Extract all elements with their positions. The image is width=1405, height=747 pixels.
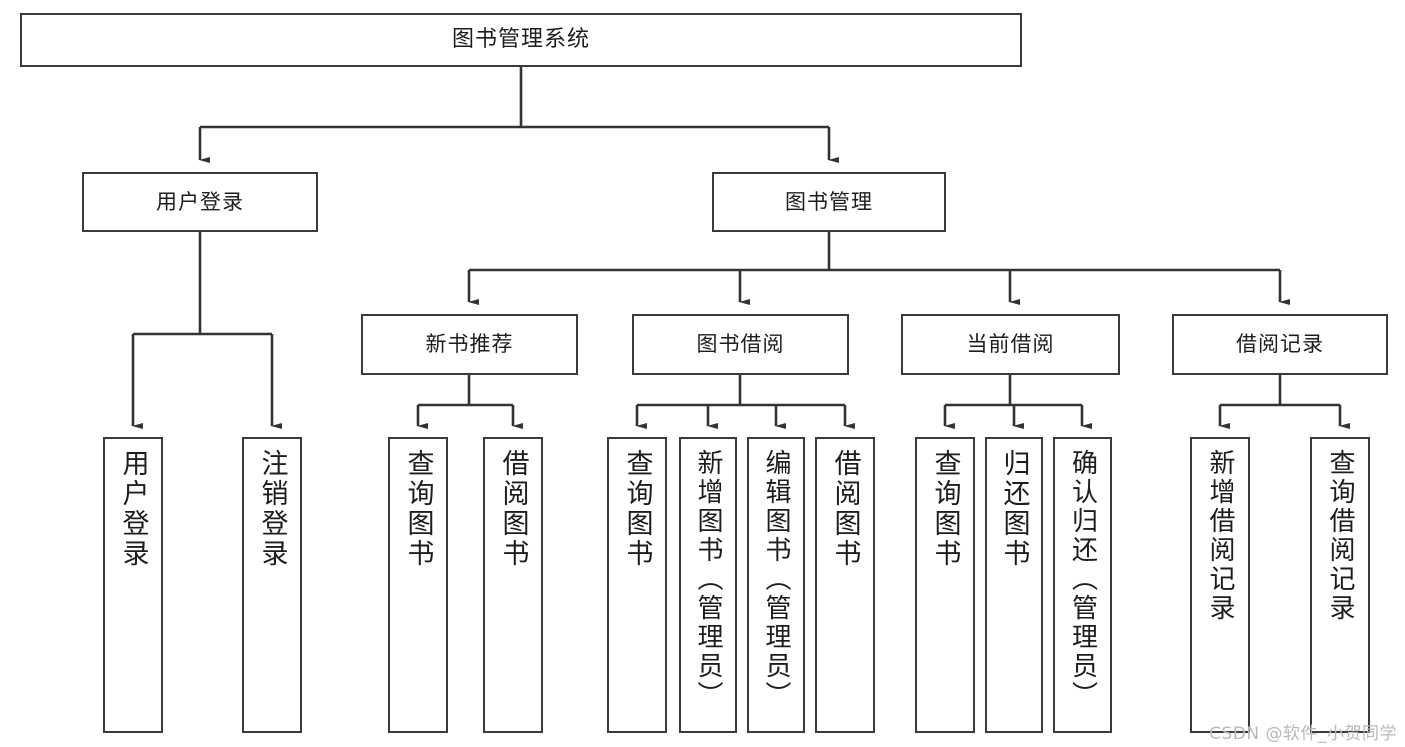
node-user-login-label: 用户登录 <box>156 189 244 214</box>
leaf-add-borrow-record[interactable]: 新增借阅记录 <box>1190 437 1250 733</box>
node-borrow-record-label: 借阅记录 <box>1236 332 1324 357</box>
node-book-manage[interactable]: 图书管理 <box>712 172 946 232</box>
node-user-login[interactable]: 用户登录 <box>82 172 318 232</box>
leaf-query-book-3[interactable]: 查询图书 <box>915 437 975 733</box>
leaf-user-login-label: 用户登录 <box>117 449 149 569</box>
leaf-query-book-1[interactable]: 查询图书 <box>388 437 448 733</box>
leaf-borrow-book-1[interactable]: 借阅图书 <box>483 437 543 733</box>
node-root[interactable]: 图书管理系统 <box>20 13 1022 67</box>
leaf-edit-book[interactable]: 编辑图书（管理员） <box>747 437 805 733</box>
leaf-borrow-book-1-label: 借阅图书 <box>497 449 529 569</box>
leaf-edit-book-label: 编辑图书（管理员） <box>761 449 791 710</box>
leaf-query-book-3-label: 查询图书 <box>929 449 961 569</box>
leaf-borrow-book-2[interactable]: 借阅图书 <box>815 437 875 733</box>
node-new-book-recommend[interactable]: 新书推荐 <box>361 314 578 375</box>
leaf-query-book-1-label: 查询图书 <box>402 449 434 569</box>
leaf-confirm-return-label: 确认归还（管理员） <box>1067 449 1098 710</box>
leaf-logout-login[interactable]: 注销登录 <box>242 437 302 733</box>
node-book-borrow-label: 图书借阅 <box>696 332 785 357</box>
leaf-logout-login-label: 注销登录 <box>256 449 288 569</box>
leaf-add-book-label: 新增图书（管理员） <box>693 449 723 710</box>
leaf-return-book[interactable]: 归还图书 <box>985 437 1043 733</box>
leaf-query-borrow-record-label: 查询借阅记录 <box>1325 449 1355 623</box>
leaf-user-login[interactable]: 用户登录 <box>103 437 163 733</box>
node-new-book-recommend-label: 新书推荐 <box>425 332 514 357</box>
leaf-query-book-2[interactable]: 查询图书 <box>607 437 667 733</box>
leaf-borrow-book-2-label: 借阅图书 <box>829 449 861 569</box>
node-current-borrow[interactable]: 当前借阅 <box>901 314 1120 375</box>
node-current-borrow-label: 当前借阅 <box>966 332 1055 357</box>
leaf-query-borrow-record[interactable]: 查询借阅记录 <box>1310 437 1370 733</box>
leaf-add-book[interactable]: 新增图书（管理员） <box>679 437 737 733</box>
leaf-confirm-return[interactable]: 确认归还（管理员） <box>1053 437 1112 733</box>
watermark-text: CSDN @软件_小贺同学 <box>1209 724 1397 744</box>
leaf-query-book-2-label: 查询图书 <box>621 449 653 569</box>
node-book-manage-label: 图书管理 <box>785 189 873 214</box>
node-borrow-record[interactable]: 借阅记录 <box>1172 314 1388 375</box>
node-book-borrow[interactable]: 图书借阅 <box>632 314 849 375</box>
node-root-label: 图书管理系统 <box>451 27 590 53</box>
leaf-return-book-label: 归还图书 <box>998 449 1030 569</box>
leaf-add-borrow-record-label: 新增借阅记录 <box>1205 449 1235 623</box>
